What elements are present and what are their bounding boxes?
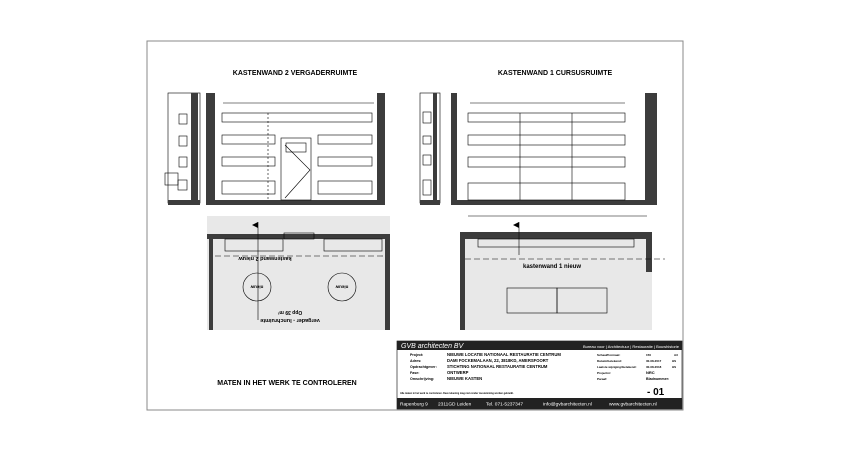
- elevation-left: [164, 92, 385, 205]
- row-label: Adres:: [410, 359, 421, 363]
- title-left: KASTENWAND 2 VERGADERRUIMTE: [233, 70, 358, 77]
- company-name: GVB architecten BV: [401, 343, 465, 350]
- sheet-number: - 01: [647, 387, 665, 398]
- meta-extra: A3: [674, 353, 678, 357]
- table-label: nieuw: [250, 285, 263, 290]
- row-label: Omschrijving:: [410, 377, 434, 381]
- row-value: NIEUWE LOCATIE NATIONAAL RESTAURATIE CEN…: [447, 352, 561, 357]
- meta-value: NRC: [646, 370, 655, 375]
- plan-right: kastenwand 1 nieuw: [460, 215, 665, 330]
- meta-label: Laatste wijziging/Getekend:: [597, 365, 637, 369]
- plan-left-label: kastenwand 2 nieuw: [238, 255, 292, 261]
- plan-left-area: Opp 39 m²: [277, 309, 302, 315]
- row-label: Fase:: [410, 371, 419, 375]
- row-value: STICHTING NATIONAAL RESTAURATIE CENTRUM: [447, 364, 548, 369]
- company-tagline: Bureau voor | Architectuur | Restauratie…: [583, 344, 680, 349]
- plan-right-label: kastenwand 1 nieuw: [523, 264, 581, 270]
- meta-value: 30-08-2018: [646, 365, 662, 369]
- table-label: nieuw: [335, 285, 348, 290]
- row-label: Opdrachtgever:: [410, 365, 437, 369]
- meta-value: 30-08-2017: [646, 359, 662, 363]
- meta-value: 150: [646, 353, 651, 357]
- footer-email: info@gvbarchitecten.nl: [543, 402, 592, 408]
- plan-left-room: vergader - lunchruimte: [260, 317, 320, 323]
- footer-phone: Tel. 071-5237347: [486, 402, 523, 408]
- elevation-right: [419, 92, 657, 205]
- meta-label: Paraaf:: [597, 377, 607, 381]
- note-measurements: MATEN IN HET WERK TE CONTROLEREN: [217, 380, 356, 387]
- title-right: KASTENWAND 1 CURSUSRUIMTE: [498, 70, 613, 77]
- meta-value: Bladnummer:: [646, 377, 669, 381]
- disclaimer: Alle maten in het werk te controleren. D…: [400, 392, 514, 395]
- footer-website: www.gvbarchitecten.nl: [609, 402, 657, 408]
- row-value: ONTWERP: [447, 370, 469, 375]
- plan-left: kastenwand 2 nieuw nieuw nieuw vergader …: [207, 216, 390, 330]
- meta-label: Projectnr:: [597, 371, 611, 375]
- footer-address: Rapenburg 9: [400, 402, 428, 408]
- row-value: NIEUWE KASTEN: [447, 376, 482, 381]
- meta-label: Datum/Getekend:: [597, 359, 622, 363]
- row-value: DAMI FOCKEMALAAN, 22, 3818KD, AMERSFOORT: [447, 358, 549, 363]
- meta-extra: HS: [672, 365, 676, 369]
- title-block: GVB architecten BV Bureau voor | Archite…: [396, 340, 683, 410]
- meta-extra: HS: [672, 359, 676, 363]
- row-label: Project:: [410, 353, 423, 357]
- meta-label: Schaal/Formaat:: [597, 353, 620, 357]
- footer-postcode: 2311GD Leiden: [438, 402, 472, 408]
